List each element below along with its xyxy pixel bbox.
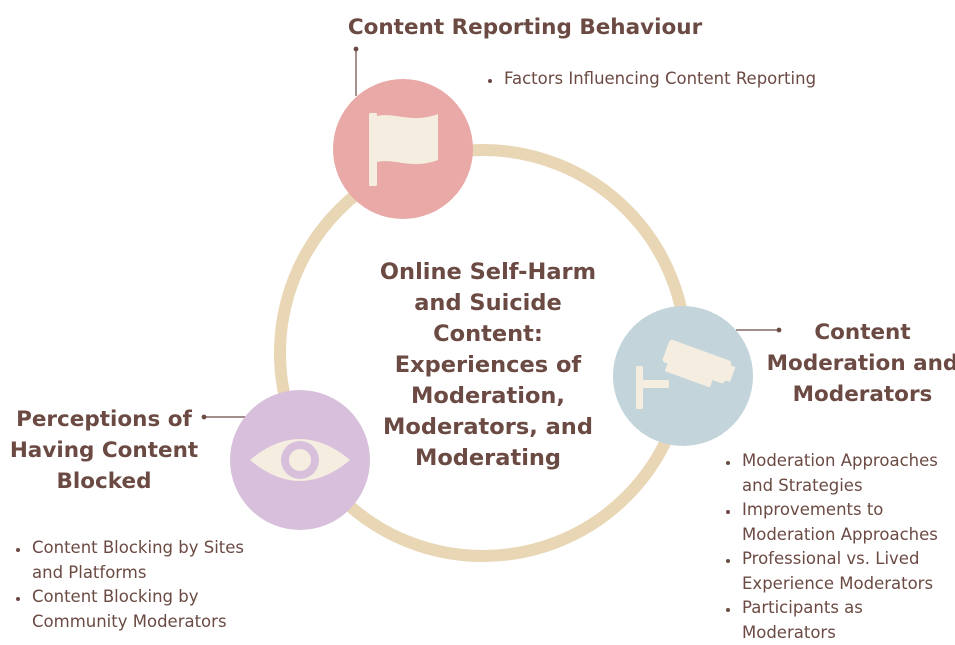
cctv-camera-icon: [636, 339, 736, 409]
node-reporting: [333, 79, 473, 219]
node-moderation: [613, 306, 753, 446]
center-title-line: Experiences of: [394, 352, 582, 378]
topic-title-blocked: Perceptions of Having Content Blocked: [9, 407, 199, 494]
connector-reporting: [353, 46, 359, 96]
center-title-line: Content:: [433, 321, 543, 347]
connector-blocked: [201, 414, 250, 420]
list-item: Factors Influencing Content Reporting: [502, 67, 872, 92]
center-title-line: Moderation,: [411, 383, 565, 409]
flag-icon: [369, 113, 438, 186]
eye-icon: [250, 439, 350, 481]
topic-title-moderation: Content Moderation and Moderators: [766, 320, 955, 407]
center-title: Online Self-Harm and Suicide Content: Ex…: [358, 257, 618, 474]
center-title-line: and Suicide: [414, 290, 562, 316]
center-title-line: Online Self-Harm: [379, 259, 597, 285]
connector-moderation: [736, 327, 782, 333]
topic-title-reporting: Content Reporting Behaviour: [347, 15, 703, 40]
center-title-line: Moderators, and: [383, 414, 593, 440]
bullet-list-reporting: Factors Influencing Content Reporting: [484, 67, 872, 92]
center-title-line: Moderating: [414, 445, 562, 471]
node-blocked: [230, 390, 370, 530]
